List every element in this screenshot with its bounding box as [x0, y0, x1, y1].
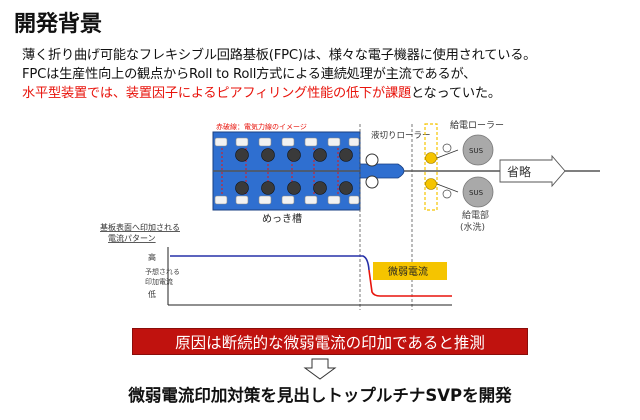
intro-line-1: 薄く折り曲げ可能なフレキシブル回路基板(FPC)は、様々な電子機器に使用されてい…: [22, 48, 537, 63]
field-lines-label: 赤破線：電気力線のイメージ: [216, 122, 307, 131]
tank-label: めっき槽: [262, 212, 302, 225]
feed-roller-top: [425, 152, 437, 164]
intro-line-3-rest: となっていた。: [410, 86, 501, 101]
intro-line-3: 水平型装置では、装置因子によるピアフィリング性能の低下が課題となっていた。: [22, 82, 501, 101]
current-low-line: [368, 269, 452, 297]
conclusion-text: 微弱電流印加対策を見出しトップルチナSVPを開発: [128, 386, 512, 405]
slide-title: 開発背景: [14, 12, 103, 37]
weak-current-label: 微弱電流: [388, 265, 428, 278]
cause-text: 原因は断続的な微弱電流の印加であると推測: [175, 333, 485, 352]
feed-small-top: [442, 143, 452, 153]
omitted-arrow: [499, 154, 566, 188]
cutter-roller-top: [365, 153, 379, 167]
feed-link-bottom: [436, 183, 459, 193]
feed-roller-frame: [424, 123, 438, 211]
y-axis-label-1: 予想される: [145, 267, 180, 276]
process-diagram: 赤破線：電気力線のイメージ 液切りローラー SUS SUS 給電ロー: [100, 119, 600, 310]
feed-roller-bottom: [425, 178, 437, 190]
feed-small-bottom: [442, 189, 452, 199]
tank-outlet: [359, 163, 405, 179]
sus-label-top: SUS: [469, 147, 484, 155]
cause-box: 原因は断続的な微弱電流の印加であると推測: [132, 328, 528, 355]
intro-line-2: FPCは生産性向上の観点からRoll to Roll方式による連続処理が主流であ…: [22, 67, 477, 82]
graph-title-2: 電流パターン: [108, 233, 156, 243]
sus-roller-top: [462, 134, 494, 166]
feed-roller-label: 給電ローラー: [450, 119, 504, 131]
feed-link-top: [436, 149, 459, 159]
sus-label-bottom: SUS: [469, 189, 484, 197]
weak-current-badge: [373, 262, 447, 280]
anode-pads: [214, 137, 360, 205]
tank-rollers: [235, 148, 353, 195]
omitted-label: 省略: [507, 164, 531, 179]
cutter-roller-label: 液切りローラー: [371, 130, 431, 141]
y-low-label: 低: [148, 289, 156, 299]
cutter-roller-bottom: [365, 175, 379, 189]
graph-title-1: 基板表面へ印加される: [100, 222, 180, 232]
feed-section-label-2: (水洗): [460, 221, 485, 233]
y-high-label: 高: [148, 252, 156, 262]
sus-roller-bottom: [462, 176, 494, 208]
intro-line-3-highlight: 水平型装置では、装置因子によるピアフィリング性能の低下が課題: [22, 86, 411, 101]
feed-roller-assembly: [424, 123, 459, 211]
down-arrow-icon: [303, 358, 337, 380]
feed-section-label-1: 給電部: [462, 209, 489, 221]
y-axis-label-2: 印加電流: [145, 277, 173, 286]
current-high-line: [170, 255, 370, 271]
